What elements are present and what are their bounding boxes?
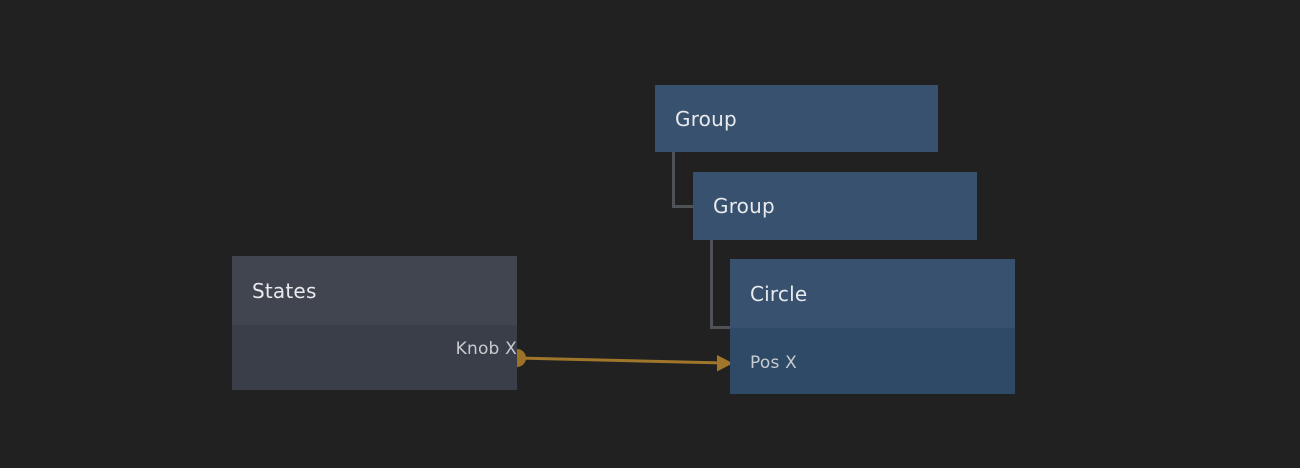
node-group-1[interactable]: Group [655,85,938,152]
port-label: Knob X [455,339,517,359]
node-header[interactable]: Group [655,85,938,152]
port-label: Pos X [750,353,797,373]
tree-link-group2-circle [710,240,730,329]
node-title: States [252,278,317,303]
port-row-input-pos-x[interactable]: Pos X [750,353,797,373]
node-header[interactable]: States [232,256,517,325]
node-group-2[interactable]: Group [693,172,977,240]
connection-knobx-posx[interactable] [508,349,733,372]
node-body: Knob X [232,325,517,390]
node-title: Circle [750,281,808,306]
port-row-output-knob-x[interactable]: Knob X [456,339,517,359]
node-header[interactable]: Circle [730,259,1015,328]
tree-link-group1-group2 [672,152,693,208]
node-title: Group [713,194,775,218]
node-header[interactable]: Group [693,172,977,240]
node-states[interactable]: States Knob X [232,256,517,390]
node-title: Group [675,106,737,131]
node-body: Pos X [730,328,1015,394]
node-circle[interactable]: Circle Pos X [730,259,1015,394]
connection-line [516,356,725,365]
